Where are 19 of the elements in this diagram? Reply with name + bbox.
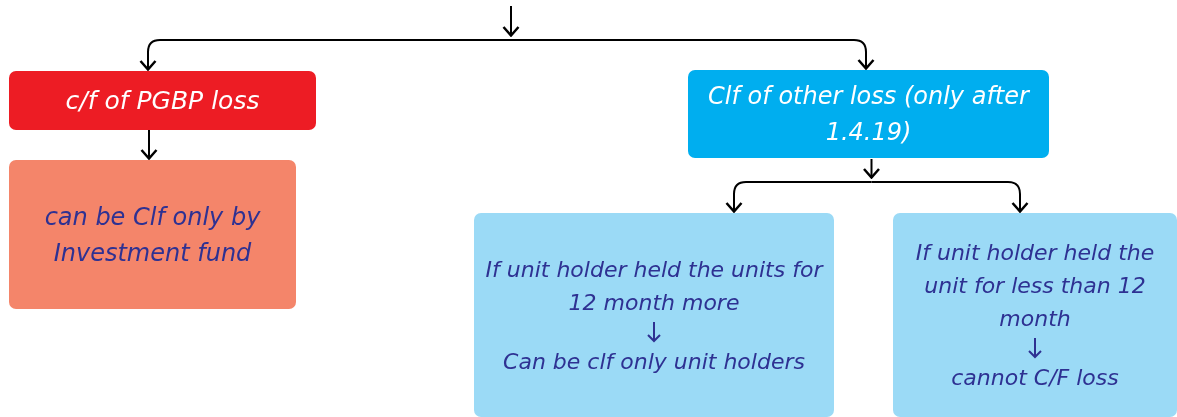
arrow [870, 181, 1029, 213]
box-text: If unit holder held the units for 12 month more [484, 255, 824, 317]
arrow [725, 181, 873, 213]
process-box [893, 213, 1177, 417]
box-text: If unit holder held the unit for less than 12 month [914, 239, 1156, 333]
process-box [688, 70, 1049, 158]
box-text: c/f of PGBP loss [65, 84, 260, 117]
arrow [502, 5, 520, 37]
process-box [474, 213, 834, 417]
box-text: cannot C/F loss [951, 364, 1119, 392]
process-box [9, 160, 296, 309]
box-text: Can be clf only unit holders [503, 347, 805, 376]
box-text: can be Clf only by Investment fund [43, 201, 262, 269]
box-text: Clf of other loss (only after 1.4.19) [707, 81, 1031, 148]
arrow [862, 158, 881, 179]
process-box [9, 71, 316, 130]
arrow [140, 129, 158, 160]
arrow [510, 39, 875, 70]
arrow [139, 39, 512, 71]
